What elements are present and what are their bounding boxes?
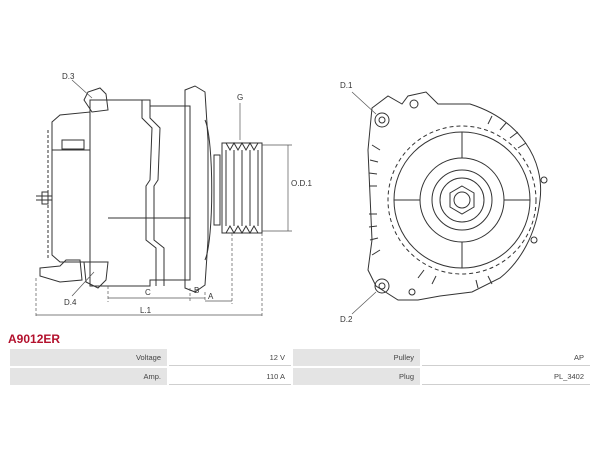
alternator-drawing-svg: D.3 G O.D.1 D.4 C B A L.1 D.1 D.2 [35,72,548,324]
spec-table: Voltage 12 V Pulley AP Amp. 110 A Plug P… [8,347,592,387]
label-g: G [237,93,243,102]
spec-value: AP [422,349,590,366]
spec-label: Plug [293,368,420,385]
label-c: C [145,288,151,297]
spec-value: PL_3402 [422,368,590,385]
spec-row: Voltage 12 V Pulley AP [10,349,590,366]
spec-row: Amp. 110 A Plug PL_3402 [10,368,590,385]
alternator-technical-drawing: D.3 G O.D.1 D.4 C B A L.1 D.1 D.2 [35,72,548,324]
spec-value: 110 A [169,368,291,385]
label-a: A [208,292,214,301]
front-view [351,91,548,315]
label-b: B [194,286,199,295]
spec-label: Voltage [10,349,167,366]
label-d2: D.2 [340,315,353,324]
cooling-fins [368,115,527,289]
label-d4: D.4 [64,298,77,307]
spec-label: Pulley [293,349,420,366]
label-d3: D.3 [62,72,75,81]
label-l1: L.1 [140,306,152,315]
part-code: A9012ER [8,332,61,346]
side-view [35,79,292,318]
spec-label: Amp. [10,368,167,385]
label-od1: O.D.1 [291,179,312,188]
spec-value: 12 V [169,349,291,366]
label-d1: D.1 [340,81,353,90]
